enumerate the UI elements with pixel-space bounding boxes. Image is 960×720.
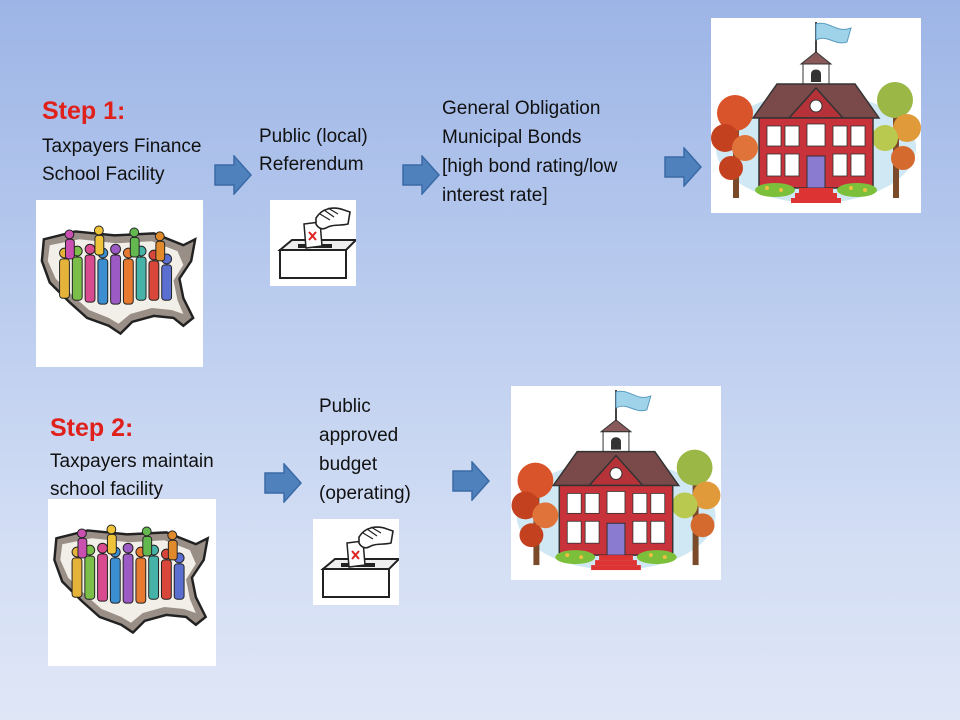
ballot-box-icon [270,200,356,286]
bonds-line3: [high bond rating/low [442,156,618,177]
budget-text: Public approved budget (operating) [319,392,411,508]
referendum-line1: Public (local) [259,126,368,147]
referendum-line2: Referendum [259,154,364,175]
step2-title: Step 2: [50,414,134,442]
right-arrow-icon [664,147,702,187]
crowd-map-icon [48,499,216,666]
right-arrow-icon [452,461,490,501]
budget-line2: approved [319,425,399,446]
budget-line3: budget [319,454,378,475]
step2-line1: Taxpayers maintain [50,451,214,472]
bonds-line2: Municipal Bonds [442,127,582,148]
step1-description: Taxpayers Finance School Facility [42,133,201,189]
right-arrow-icon [264,463,302,503]
crowd-map-icon [36,200,203,367]
ballot-box-icon [313,519,399,605]
step2-description: Taxpayers maintain school facility [50,448,214,504]
schoolhouse-icon [711,18,921,213]
step1-title: Step 1: [42,97,126,125]
referendum-text: Public (local) Referendum [259,123,368,179]
schoolhouse-icon [511,386,721,580]
budget-line4: (operating) [319,483,411,504]
right-arrow-icon [402,155,440,195]
step1-line1: Taxpayers Finance [42,136,202,157]
bonds-text: General Obligation Municipal Bonds [high… [442,94,617,210]
bonds-line1: General Obligation [442,98,601,119]
step2-line2: school facility [50,479,163,500]
budget-line1: Public [319,396,371,417]
right-arrow-icon [214,155,252,195]
bonds-line4: interest rate] [442,185,548,206]
step1-line2: School Facility [42,164,165,185]
